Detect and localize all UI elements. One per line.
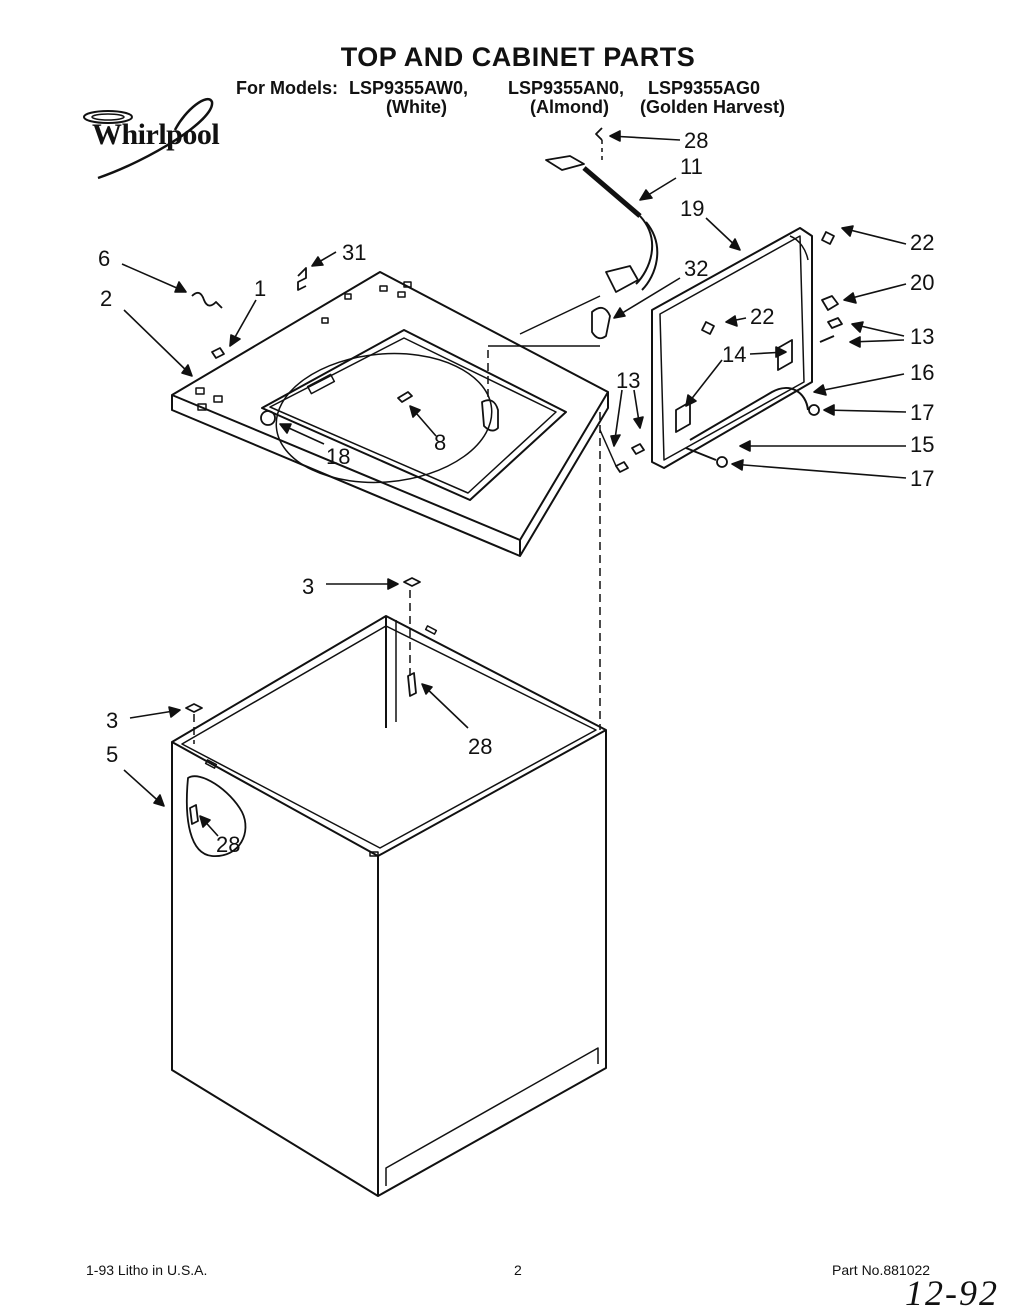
label-3-left: 3 xyxy=(106,708,119,733)
model-golden: LSP9355AG0 xyxy=(648,78,761,98)
clip-31-icon xyxy=(297,267,307,291)
label-14: 14 xyxy=(722,342,747,367)
label-18: 18 xyxy=(326,444,351,469)
label-5: 5 xyxy=(106,742,119,767)
label-20: 20 xyxy=(910,270,935,295)
lid xyxy=(615,227,843,473)
label-1: 1 xyxy=(254,276,267,301)
label-28-low: 28 xyxy=(216,832,241,857)
whirlpool-logo: Whirlpool xyxy=(92,118,220,151)
label-17-upper: 17 xyxy=(910,400,935,425)
label-11: 11 xyxy=(680,154,703,179)
page-title: TOP AND CABINET PARTS xyxy=(340,42,696,72)
footer-litho: 1-93 Litho in U.S.A. xyxy=(86,1262,208,1278)
label-32: 32 xyxy=(684,256,709,281)
label-22-mid: 22 xyxy=(750,304,775,329)
label-6: 6 xyxy=(98,246,111,271)
finish-almond: (Almond) xyxy=(530,97,609,117)
alignment-lines-solid xyxy=(488,295,617,467)
whirlpool-swoosh-icon xyxy=(83,98,214,180)
model-almond: LSP9355AN0, xyxy=(508,78,625,98)
label-22-right: 22 xyxy=(910,230,935,255)
label-16: 16 xyxy=(910,360,935,385)
footer-page-number: 2 xyxy=(514,1262,522,1278)
label-19: 19 xyxy=(680,196,705,221)
label-8: 8 xyxy=(434,430,447,455)
label-15: 15 xyxy=(910,432,935,457)
finish-golden: (Golden Harvest) xyxy=(640,97,786,117)
cabinet xyxy=(171,577,607,1197)
label-2: 2 xyxy=(100,286,113,311)
label-3-top: 3 xyxy=(302,574,315,599)
model-white: LSP9355AW0, xyxy=(349,78,469,98)
footer-part-number: Part No.881022 xyxy=(832,1262,931,1278)
label-31: 31 xyxy=(342,240,367,265)
label-13-right: 13 xyxy=(910,324,935,349)
part-1-icon xyxy=(211,347,225,359)
label-28-top: 28 xyxy=(684,128,709,153)
finish-white: (White) xyxy=(386,97,447,117)
leader-arrows xyxy=(121,130,907,837)
hinge-harness xyxy=(545,127,659,293)
models-prefix: For Models: xyxy=(236,78,338,98)
spring-6-icon xyxy=(191,291,223,309)
alignment-lines xyxy=(193,350,601,744)
label-13-left: 13 xyxy=(616,368,641,393)
label-17-lower: 17 xyxy=(910,466,935,491)
handwritten-date: 12-92 xyxy=(905,1273,999,1313)
top-panel xyxy=(171,271,611,557)
label-28-mid: 28 xyxy=(468,734,493,759)
